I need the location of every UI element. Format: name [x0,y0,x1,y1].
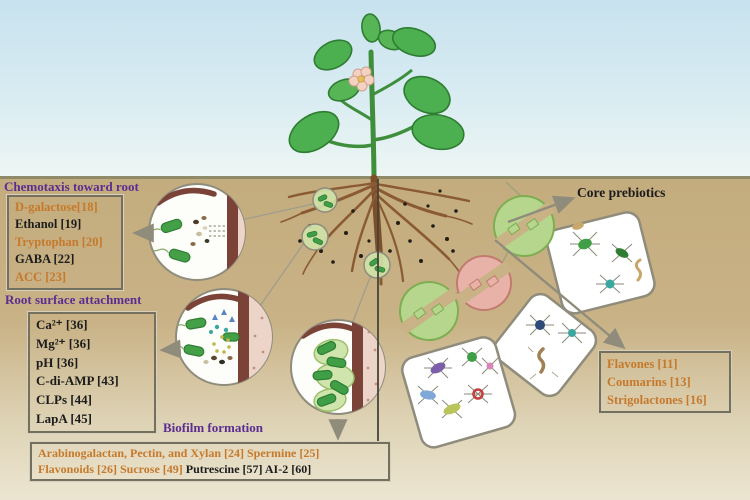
attachment-factor-particles [203,309,235,365]
exudate-particles [190,216,210,246]
attachment-section-title: Root surface attachment [5,292,142,307]
list-line: Flavonoids [26] Sucrose [49] Putrescine … [38,462,382,478]
biofilm-bacteria [312,340,349,407]
list-item: pH [36] [36,354,79,370]
inset-leader-lines [240,203,372,325]
arrow-to-core-prebiotics-label [507,195,576,224]
chemotaxis-list-box: D-galactose[18] Ethanol [19] Tryptophan … [7,195,123,291]
arrows [132,195,626,441]
list-item: Putrescine [57] AI-2 [60] [185,461,312,476]
arrow-to-attachment-box [159,339,182,359]
chemotaxis-inset-circle [148,183,246,281]
attachment-inset-circle [175,288,273,386]
root-zoom-source-circles [301,187,391,279]
list-item: C-di-AMP [43] [36,373,119,389]
microbe-glyphs-card-a [417,347,499,419]
receptor-red [455,255,513,311]
biofilm-list-box: Arabinogalactan, Pectin, and Xylan [24] … [30,442,390,481]
microbe-glyphs-card-b [526,314,586,380]
prebiotics-list-box: Flavones [11] Coumarins [13] Strigolacto… [599,351,731,413]
biofilm-section-title: Biofilm formation [163,420,264,435]
list-item: Mg²⁺ [36] [36,335,91,351]
core-prebiotics-label: Core prebiotics [577,185,666,200]
biofilm-inset-circle [290,319,386,415]
receptor-green-lower [399,281,459,341]
list-item: Ca²⁺ [36] [36,317,88,332]
list-line: Arabinogalactan, Pectin, and Xylan [24] … [38,446,382,462]
list-item: Flavonoids [26] Sucrose [49] [38,461,186,476]
list-item: CLPs [44] [36,392,92,408]
flower-icon [348,66,375,92]
list-item: Tryptophan [20] [15,234,103,249]
list-item: Ethanol [19] [15,217,82,232]
list-item: Flavones [11] [607,357,678,371]
swimming-bacteria [149,218,191,263]
attachment-list-box: Ca²⁺ [36] Mg²⁺ [36] pH [36] C-di-AMP [43… [28,312,156,433]
microbe-community-cards [401,211,656,449]
list-item: GABA [22] [15,252,75,267]
list-item: Coumarins [13] [607,375,691,389]
list-item: LapA [45] [36,410,92,426]
plant-illustration [288,13,465,183]
list-item: Strigolactones [16] [607,393,707,407]
chemotaxis-section-title: Chemotaxis toward root [4,179,139,194]
list-item: ACC [23] [15,269,67,284]
microbe-glyphs-card-c [570,222,642,294]
arrow-to-prebiotics-list-box [494,239,626,350]
list-item: Arabinogalactan, Pectin, and Xylan [24] … [38,446,320,460]
list-item: D-galactose[18] [15,200,98,214]
